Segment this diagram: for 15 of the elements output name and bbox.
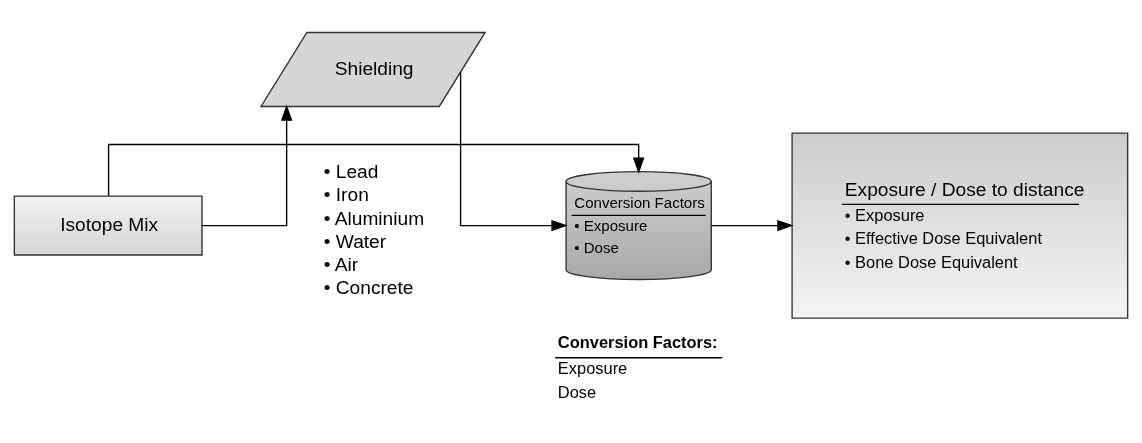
- node-label: • Iron: [323, 184, 369, 206]
- arrow: [201, 104, 293, 227]
- node-label: • Water: [323, 230, 387, 252]
- label: Exposure: [557, 359, 628, 378]
- label: Dose: [557, 382, 597, 401]
- label: Conversion Factors:: [557, 333, 718, 352]
- node-label: • Concrete: [323, 277, 414, 299]
- arrow: [107, 143, 645, 197]
- node-box: Exposure / Dose to distance • Exposure • Effective Dose Equivalent • Bone Dose Equivalent: [791, 132, 1129, 319]
- arrow: [459, 71, 568, 232]
- node-label: • Air: [323, 254, 359, 276]
- node-label: • Aluminium: [323, 207, 425, 229]
- node-label: • Lead: [323, 160, 379, 182]
- arrow: [710, 219, 794, 232]
- node-box: Isotope Mix: [13, 195, 203, 256]
